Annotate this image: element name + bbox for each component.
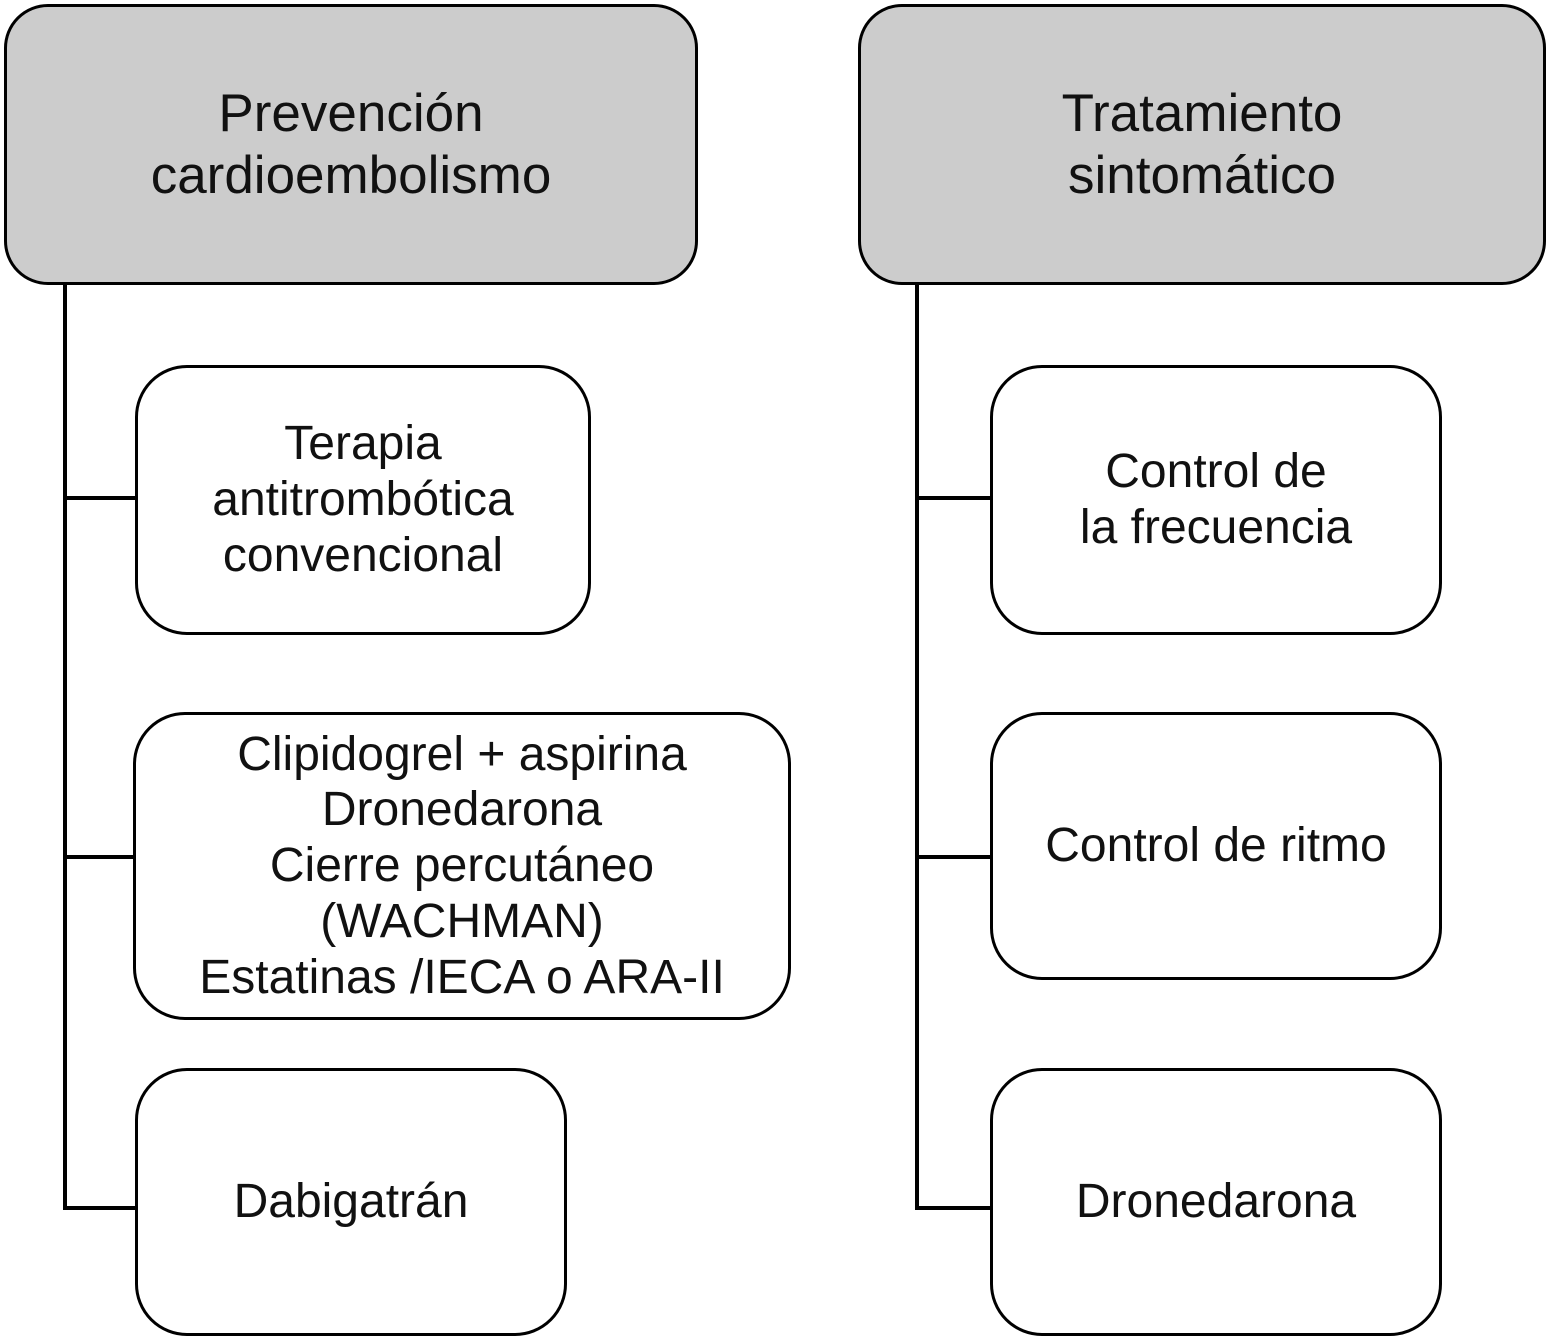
node-dronedarona: Dronedarona xyxy=(990,1068,1442,1336)
node-label: Control de ritmo xyxy=(1045,819,1387,873)
connector-left-stub-dabigatran xyxy=(63,1206,135,1210)
connector-right-stub-ritmo xyxy=(915,855,990,859)
connector-right-stub-dronedarona xyxy=(915,1206,990,1210)
node-dabigatran: Dabigatrán xyxy=(135,1068,567,1336)
node-label: Control de la frecuencia xyxy=(1079,445,1353,554)
node-prevencion-cardioembolismo: Prevención cardioembolismo xyxy=(4,4,698,285)
node-clipidogrel-aspirina-group: Clipidogrel + aspirina Dronedarona Cierr… xyxy=(133,712,791,1020)
node-label: Terapia antitrombótica convencional xyxy=(212,417,514,582)
connector-right-stub-frecuencia xyxy=(915,496,990,500)
node-label: Dabigatrán xyxy=(233,1175,469,1229)
node-label: Dronedarona xyxy=(1075,1175,1357,1229)
connector-left-stub-clipidogrel xyxy=(63,855,133,859)
node-label: Clipidogrel + aspirina Dronedarona Cierr… xyxy=(199,727,725,1004)
connector-left-vertical xyxy=(63,283,67,1210)
node-terapia-antitrombotica: Terapia antitrombótica convencional xyxy=(135,365,591,635)
node-tratamiento-sintomatico: Tratamiento sintomático xyxy=(858,4,1546,285)
connector-left-stub-terapia xyxy=(63,496,135,500)
node-label: Tratamiento sintomático xyxy=(1061,84,1343,205)
node-control-ritmo: Control de ritmo xyxy=(990,712,1442,980)
node-label: Prevención cardioembolismo xyxy=(150,84,552,205)
connector-right-vertical xyxy=(915,283,919,1210)
node-control-frecuencia: Control de la frecuencia xyxy=(990,365,1442,635)
